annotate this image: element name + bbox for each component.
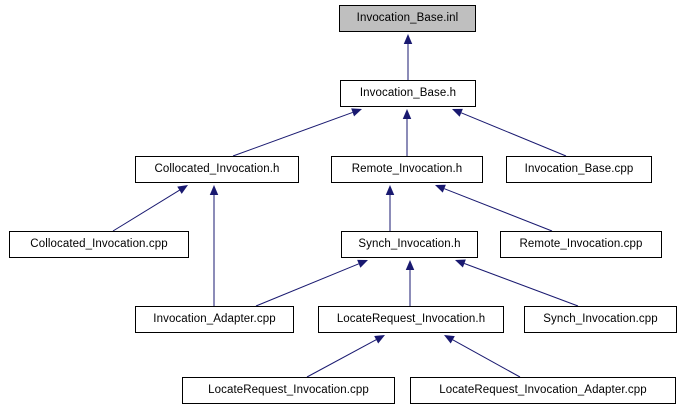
graph-arrowhead-remote_invocation_cpp-to-remote_invocation_h — [435, 184, 446, 193]
graph-arrowhead-invocation_adapter_cpp-to-synch_invocation_h — [357, 259, 368, 268]
graph-node-invocation_adapter_cpp[interactable]: Invocation_Adapter.cpp — [135, 306, 294, 333]
graph-node-label: Remote_Invocation.cpp — [519, 237, 643, 250]
graph-arrowhead-collocated_invocation_cpp-to-collocated_invocation_h — [177, 185, 188, 194]
graph-node-remote_invocation_h[interactable]: Remote_Invocation.h — [331, 156, 483, 183]
graph-arrowhead-synch_invocation_h-to-remote_invocation_h — [385, 185, 395, 195]
graph-node-label: Invocation_Base.h — [359, 86, 457, 99]
graph-arrowhead-locaterequest_invocation_cpp-to-locaterequest_invocation_h — [374, 335, 385, 344]
graph-node-invocation_base_h[interactable]: Invocation_Base.h — [340, 80, 476, 107]
graph-arrowhead-locaterequest_invocation_h-to-synch_invocation_h — [405, 260, 415, 270]
graph-node-label: Invocation_Adapter.cpp — [153, 312, 276, 325]
graph-node-remote_invocation_cpp[interactable]: Remote_Invocation.cpp — [500, 231, 662, 258]
graph-edge-locaterequest_invocation_adapter_cpp-to-locaterequest_invocation_h — [452, 339, 521, 378]
graph-node-synch_invocation_h[interactable]: Synch_Invocation.h — [341, 231, 478, 258]
graph-node-label: LocateRequest_Invocation_Adapter.cpp — [439, 383, 647, 396]
graph-arrowhead-invocation_adapter_cpp-to-collocated_invocation_h — [209, 185, 219, 195]
graph-arrowhead-remote_invocation_h-to-invocation_base_h — [402, 109, 412, 119]
graph-node-label: Collocated_Invocation.cpp — [30, 237, 168, 250]
graph-edge-synch_invocation_cpp-to-synch_invocation_h — [464, 263, 579, 307]
graph-node-invocation_base_cpp[interactable]: Invocation_Base.cpp — [506, 156, 652, 183]
graph-node-label: Collocated_Invocation.h — [154, 162, 280, 175]
graph-node-label: Invocation_Base.cpp — [524, 162, 634, 175]
graph-arrowhead-collocated_invocation_h-to-invocation_base_h — [351, 108, 362, 117]
graph-edge-locaterequest_invocation_cpp-to-locaterequest_invocation_h — [306, 339, 377, 378]
graph-node-locaterequest_invocation_cpp[interactable]: LocateRequest_Invocation.cpp — [182, 377, 395, 404]
graph-node-collocated_invocation_h[interactable]: Collocated_Invocation.h — [135, 156, 299, 183]
graph-node-label: LocateRequest_Invocation.h — [336, 312, 486, 325]
graph-node-locaterequest_invocation_adapter_cpp[interactable]: LocateRequest_Invocation_Adapter.cpp — [410, 377, 676, 404]
graph-arrowhead-invocation_base_cpp-to-invocation_base_h — [452, 108, 463, 117]
graph-edge-collocated_invocation_cpp-to-collocated_invocation_h — [112, 189, 180, 232]
graph-node-collocated_invocation_cpp[interactable]: Collocated_Invocation.cpp — [9, 231, 189, 258]
graph-node-label: LocateRequest_Invocation.cpp — [208, 383, 369, 396]
graph-arrowhead-invocation_base_h-to-invocation_base_inl — [403, 34, 413, 44]
graph-arrowhead-synch_invocation_cpp-to-synch_invocation_h — [455, 259, 466, 268]
graph-node-label: Invocation_Base.inl — [356, 11, 459, 24]
graph-node-synch_invocation_cpp[interactable]: Synch_Invocation.cpp — [524, 306, 677, 333]
graph-node-label: Synch_Invocation.cpp — [543, 312, 658, 325]
graph-node-label: Synch_Invocation.h — [358, 237, 461, 250]
graph-edge-invocation_base_cpp-to-invocation_base_h — [461, 112, 567, 157]
graph-node-invocation_base_inl[interactable]: Invocation_Base.inl — [339, 5, 476, 32]
graph-edge-remote_invocation_cpp-to-remote_invocation_h — [444, 188, 553, 232]
graph-edge-invocation_adapter_cpp-to-synch_invocation_h — [255, 263, 359, 307]
graph-node-label: Remote_Invocation.h — [351, 162, 463, 175]
graph-edge-collocated_invocation_h-to-invocation_base_h — [232, 111, 353, 157]
graph-node-locaterequest_invocation_h[interactable]: LocateRequest_Invocation.h — [318, 306, 504, 333]
graph-arrowhead-locaterequest_invocation_adapter_cpp-to-locaterequest_invocation_h — [444, 335, 455, 344]
